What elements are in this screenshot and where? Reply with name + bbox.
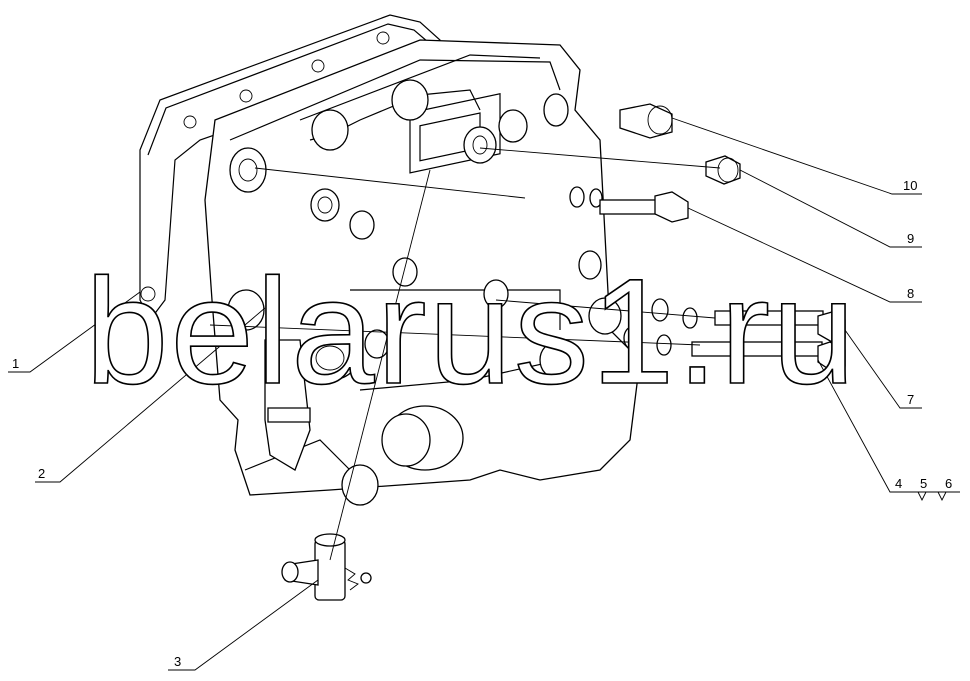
callout-label-4: 4: [895, 476, 902, 491]
callout-label-10: 10: [903, 178, 917, 193]
upper-cylinders: [229, 79, 569, 193]
callout-label-1: 1: [12, 356, 19, 371]
callout-label-2: 2: [38, 466, 45, 481]
callout-label-3: 3: [174, 654, 181, 669]
leader-lines: [8, 117, 960, 671]
callout-label-8: 8: [907, 286, 914, 301]
lower-cylinder: [227, 289, 464, 506]
mid-bosses: [310, 188, 622, 379]
callout-label-6: 6: [945, 476, 952, 491]
bolt-part-8: [569, 186, 689, 223]
callout-label-5: 5: [920, 476, 927, 491]
fitting-part-10: [619, 103, 673, 139]
valve-part-3: [281, 533, 372, 601]
callout-label-7: 7: [907, 392, 914, 407]
callout-label-9: 9: [907, 231, 914, 246]
pipe-connector: [264, 335, 359, 471]
plug-part-9: [705, 155, 741, 185]
watermark-text: belarus1.ru: [85, 247, 857, 415]
long-bolts: [623, 298, 846, 371]
